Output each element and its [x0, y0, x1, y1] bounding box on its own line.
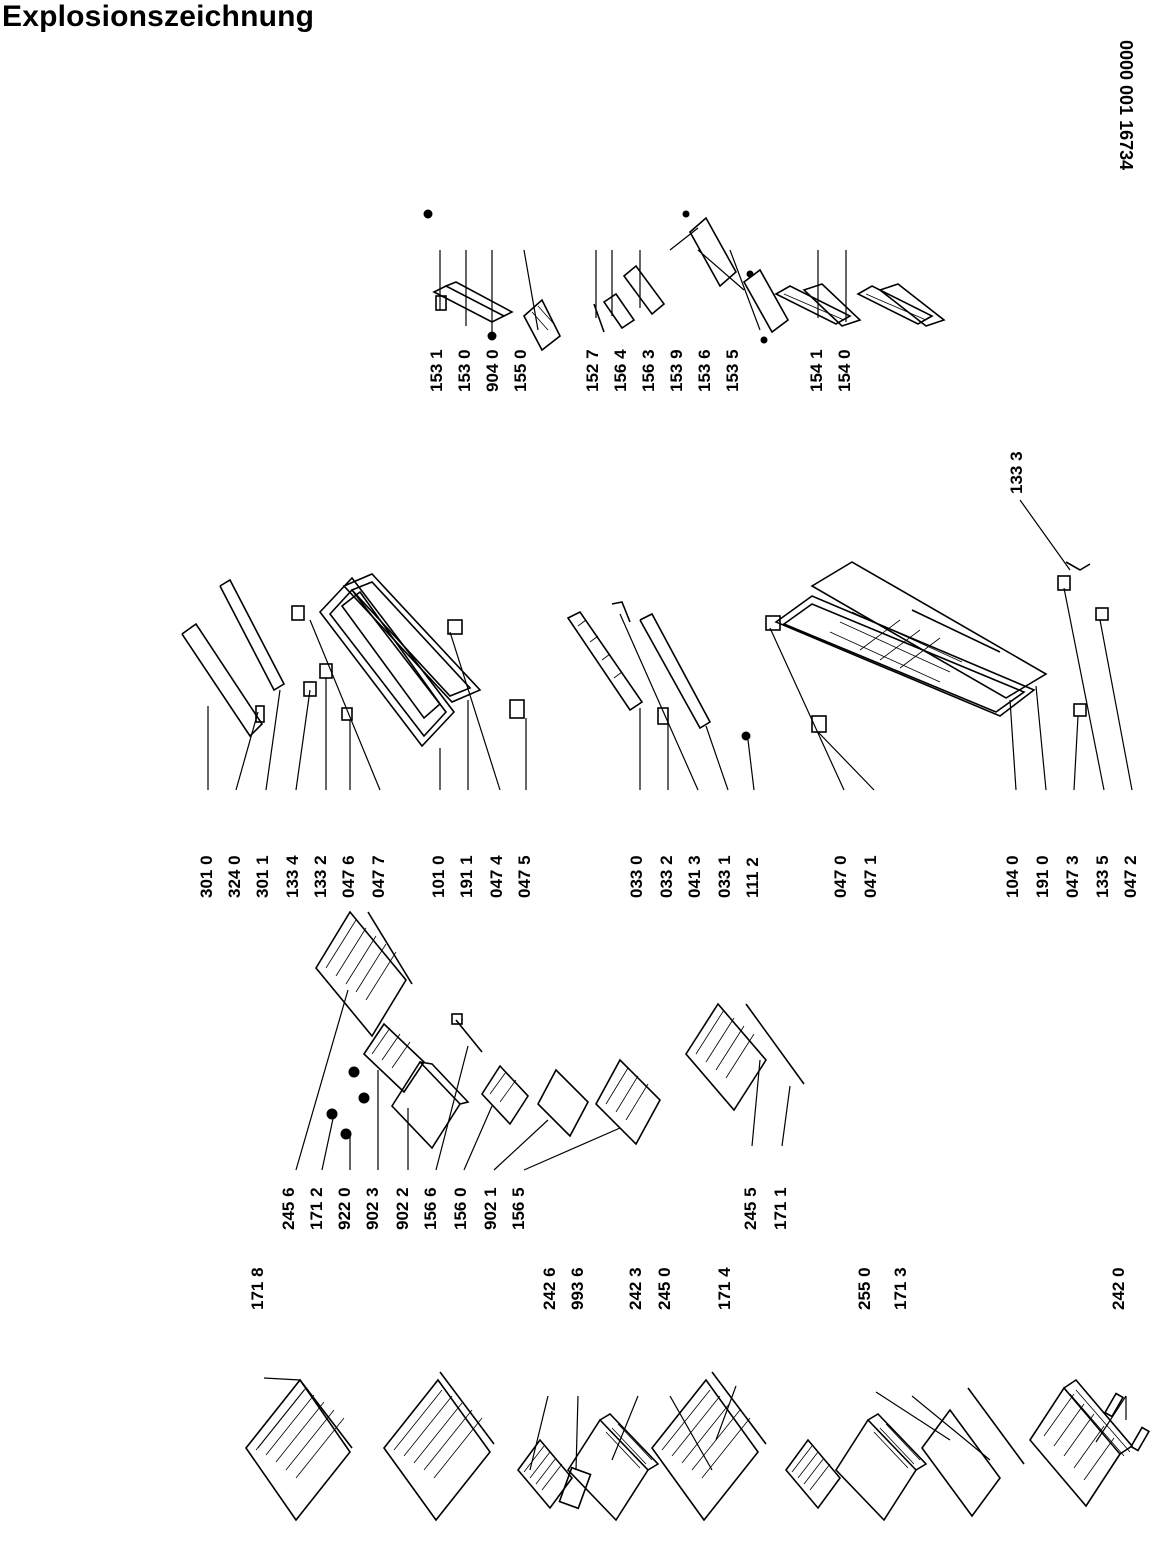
part-label: 156 4 — [611, 349, 630, 392]
part-label: 171 2 — [307, 1187, 326, 1230]
part-label: 993 6 — [568, 1267, 587, 1310]
part-label: 156 6 — [421, 1187, 440, 1230]
part-label: 153 1 — [427, 349, 446, 392]
part-label: 133 4 — [283, 855, 302, 898]
part-label: 242 3 — [626, 1267, 645, 1310]
freezer-drawer-242-0 — [1029, 1378, 1151, 1508]
part-label: 047 1 — [861, 855, 880, 898]
part-label: 154 0 — [835, 349, 854, 392]
part-label: 245 0 — [655, 1267, 674, 1310]
door-bins-153 — [682, 210, 790, 344]
glass-shelf-171-8 — [245, 1378, 353, 1522]
rail-156-6 — [451, 1013, 483, 1053]
door-gasket-191-0 — [810, 561, 1048, 699]
part-label: 191 0 — [1033, 855, 1052, 898]
glass-shelf-2 — [382, 1371, 495, 1522]
grill-shelf-242-6 — [516, 1438, 574, 1510]
parts-047-4-047-5 — [447, 619, 525, 719]
screw-111-2 — [741, 731, 751, 741]
part-label: 301 1 — [253, 855, 272, 898]
bins-152-156 — [593, 264, 666, 333]
hinges-133 — [291, 605, 353, 721]
crisper-drawer-242-3 — [566, 1412, 660, 1522]
part-label: 133 3 — [1007, 451, 1026, 494]
part-label: 171 3 — [891, 1267, 910, 1310]
part-label: 033 0 — [627, 855, 646, 898]
grill-shelf-small — [784, 1438, 842, 1510]
rail-033-1 — [639, 612, 712, 730]
part-label: 155 0 — [511, 349, 530, 392]
freezer-shelf-245-6 — [315, 910, 413, 1038]
crisper-drawer-2 — [834, 1412, 928, 1522]
glass-plate-255-0 — [921, 1387, 1025, 1518]
part-label: 171 4 — [715, 1267, 734, 1310]
part-label: 902 1 — [481, 1187, 500, 1230]
part-label: 033 1 — [715, 855, 734, 898]
part-label: 047 4 — [487, 855, 506, 898]
clip-993-6 — [558, 1466, 592, 1510]
door-rack-153-0 — [423, 209, 514, 341]
fridge-door-104-0 — [774, 595, 1036, 717]
bracket-033-0 — [566, 610, 644, 712]
parts-033-2-041-3 — [611, 601, 669, 725]
part-label: 104 0 — [1003, 855, 1022, 898]
part-label: 922 0 — [335, 1187, 354, 1230]
part-label: 171 1 — [771, 1187, 790, 1230]
freezer-door-101-0 — [318, 576, 456, 748]
tray-902-1 — [537, 1068, 589, 1138]
part-label: 047 2 — [1121, 855, 1140, 898]
part-label: 242 0 — [1109, 1267, 1128, 1310]
part-label: 101 0 — [429, 855, 448, 898]
part-label: 152 7 — [583, 349, 602, 392]
part-label: 156 3 — [639, 349, 658, 392]
part-label: 245 5 — [741, 1187, 760, 1230]
part-label: 153 9 — [667, 349, 686, 392]
part-label: 047 7 — [369, 855, 388, 898]
part-label: 111 2 — [743, 857, 762, 898]
part-label: 047 6 — [339, 855, 358, 898]
part-label: 041 3 — [685, 855, 704, 898]
part-label: 033 2 — [657, 855, 676, 898]
part-label: 047 5 — [515, 855, 534, 898]
handle-301-0 — [181, 622, 265, 738]
door-gasket-191-1 — [342, 573, 482, 703]
part-label: 902 2 — [393, 1187, 412, 1230]
part-label: 245 6 — [279, 1187, 298, 1230]
box-156-5 — [595, 1058, 661, 1146]
part-label: 156 5 — [509, 1187, 528, 1230]
egg-tray-156-0 — [480, 1064, 530, 1126]
door-shelves-154 — [774, 283, 946, 327]
part-drawings — [181, 209, 1151, 1522]
part-label: 047 3 — [1063, 855, 1082, 898]
part-label: 255 0 — [855, 1267, 874, 1310]
part-label: 191 1 — [457, 855, 476, 898]
part-label: 153 0 — [455, 349, 474, 392]
egg-holder-155-0 — [522, 298, 562, 352]
glass-shelf-245-0 — [650, 1371, 767, 1522]
part-label: 133 5 — [1093, 855, 1112, 898]
ice-bin-902-2 — [390, 1060, 470, 1150]
part-label: 153 6 — [695, 349, 714, 392]
part-label: 133 2 — [311, 855, 330, 898]
part-label: 301 0 — [197, 855, 216, 898]
part-label: 904 0 — [483, 349, 502, 392]
part-label: 902 3 — [363, 1187, 382, 1230]
part-label: 156 0 — [451, 1187, 470, 1230]
fridge-hinge-parts — [765, 561, 1109, 733]
part-label: 153 5 — [723, 349, 742, 392]
knobs-922-0 — [326, 1066, 370, 1140]
leader-lines — [207, 227, 1133, 1471]
part-label: 324 0 — [225, 855, 244, 898]
part-label: 154 1 — [807, 349, 826, 392]
part-label: 171 8 — [248, 1267, 267, 1310]
trim-301-1 — [219, 578, 286, 692]
part-label: 047 0 — [831, 855, 850, 898]
part-label: 242 6 — [540, 1267, 559, 1310]
shelf-245-5 — [685, 1002, 805, 1112]
page-title: Explosionszeichnung — [2, 0, 315, 33]
part-number-labels: 171 8 242 6 993 6 242 3 245 0 171 4 255 0 171 3… — [197, 349, 1140, 1310]
